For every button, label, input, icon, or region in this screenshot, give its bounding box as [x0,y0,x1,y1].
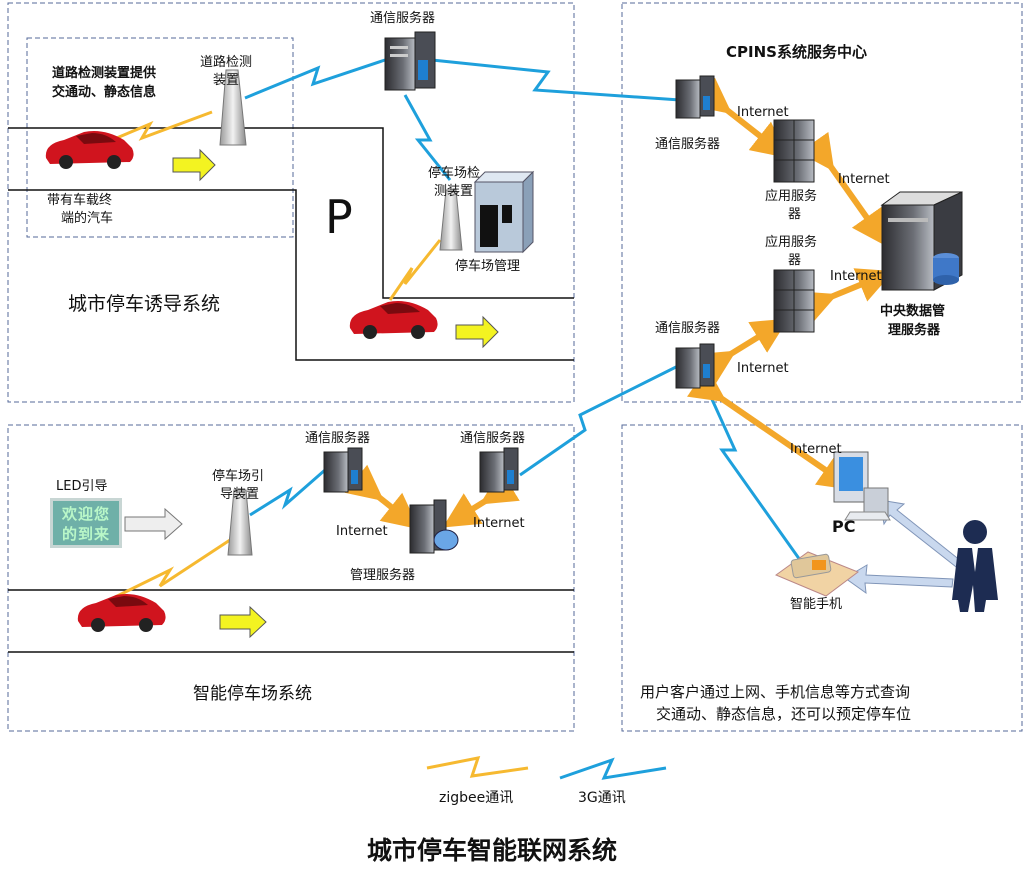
server-icon [675,343,715,389]
internet-label-2: Internet [838,172,890,187]
car-icon [77,594,166,632]
smartphone-label: 智能手机 [790,597,843,612]
app-server-2-label-2: 器 [788,253,802,268]
road-detector-label-2: 装置 [213,73,240,88]
server-icon [323,447,363,493]
parking-mgmt-label: 停车场管理 [455,259,521,274]
vehicle-label-2: 端的汽车 [61,211,114,226]
user-icon [952,520,998,612]
tower-icon [219,69,247,146]
road-detection-box [26,37,294,238]
legend-3g-label: 3G通讯 [578,790,626,806]
led-arrow [124,507,183,541]
parking-detector-label-2: 测装置 [434,184,474,199]
urban-system-title: 城市停车诱导系统 [68,293,221,315]
lot-guide-label-2: 导装置 [220,487,260,502]
central-db-label-1: 中央数据管 [880,304,946,319]
server-icon [773,119,815,183]
app-server-1-label-2: 器 [788,207,802,222]
smart-lot-title: 智能停车场系统 [193,684,312,704]
app-server-2-label-1: 应用服务 [765,235,818,250]
lower-comm-server-label: 通信服务器 [655,321,721,336]
legend-zigbee-swatch [426,756,529,778]
server-icon [675,75,715,119]
guide-arrows [172,148,499,639]
road-info-text-2: 交通动、静态信息 [52,85,157,100]
management-server-icon [409,499,459,554]
pc-icon [833,451,891,521]
parking-sign: P [325,190,353,244]
led-sign-display: 欢迎您 的到来 [50,498,122,548]
comm-server-top-label: 通信服务器 [370,11,436,26]
internet-label-3: Internet [830,269,882,284]
server-icon [384,31,436,91]
server-icon [773,269,815,333]
internet-links [344,77,894,530]
road-detector-label-1: 道路检测 [200,55,253,70]
center-box [621,2,1023,403]
user-note-1: 用户客户通过上网、手机信息等方式查询 [640,683,911,701]
road-info-text-1: 道路检测装置提供 [52,66,157,81]
server-icon [479,447,519,493]
tower-icon [439,189,463,251]
led-sign-text-2: 的到来 [61,525,110,543]
road-lines [8,127,574,653]
smartphone-icon [774,551,860,597]
internet-label-7: Internet [790,442,842,457]
guide-arrow-3 [219,605,267,639]
internet-label-1: Internet [737,105,789,120]
internet-label-6: Internet [473,516,525,531]
internet-label-4: Internet [737,361,789,376]
pc-label: PC [832,517,856,536]
lot-comm-server-2-label: 通信服务器 [460,431,526,446]
urban-system-box [7,2,575,403]
zigbee-links [99,110,442,604]
center-title: CPINS系统服务中心 [726,43,867,61]
car-icon [349,301,438,339]
diagram-title: 城市停车智能联网系统 [367,836,618,865]
lot-guide-label-1: 停车场引 [212,469,265,484]
guide-arrow-2 [455,315,499,349]
user-note-2: 交通动、静态信息，还可以预定停车位 [656,705,912,723]
app-server-1-label-1: 应用服务 [765,189,818,204]
led-guide-label: LED引导 [56,479,108,494]
central-db-label-2: 理服务器 [888,323,941,338]
car-icon [45,131,134,169]
led-sign-text-1: 欢迎您 [61,505,110,523]
parking-detector-label-1: 停车场检 [428,166,481,181]
mgmt-server-label: 管理服务器 [350,568,416,583]
legend-3g-swatch [559,757,667,780]
internet-label-5: Internet [336,524,388,539]
parking-building-icon [473,170,535,254]
central-server-icon [880,191,963,291]
lot-comm-server-1-label: 通信服务器 [305,431,371,446]
guide-arrow-1 [172,148,216,182]
smart-lot-box [7,424,575,732]
tower-icon [227,489,253,556]
vehicle-label-1: 带有车载终 [47,193,113,208]
legend-zigbee-label: zigbee通讯 [439,790,514,806]
center-comm-server-label: 通信服务器 [655,137,721,152]
